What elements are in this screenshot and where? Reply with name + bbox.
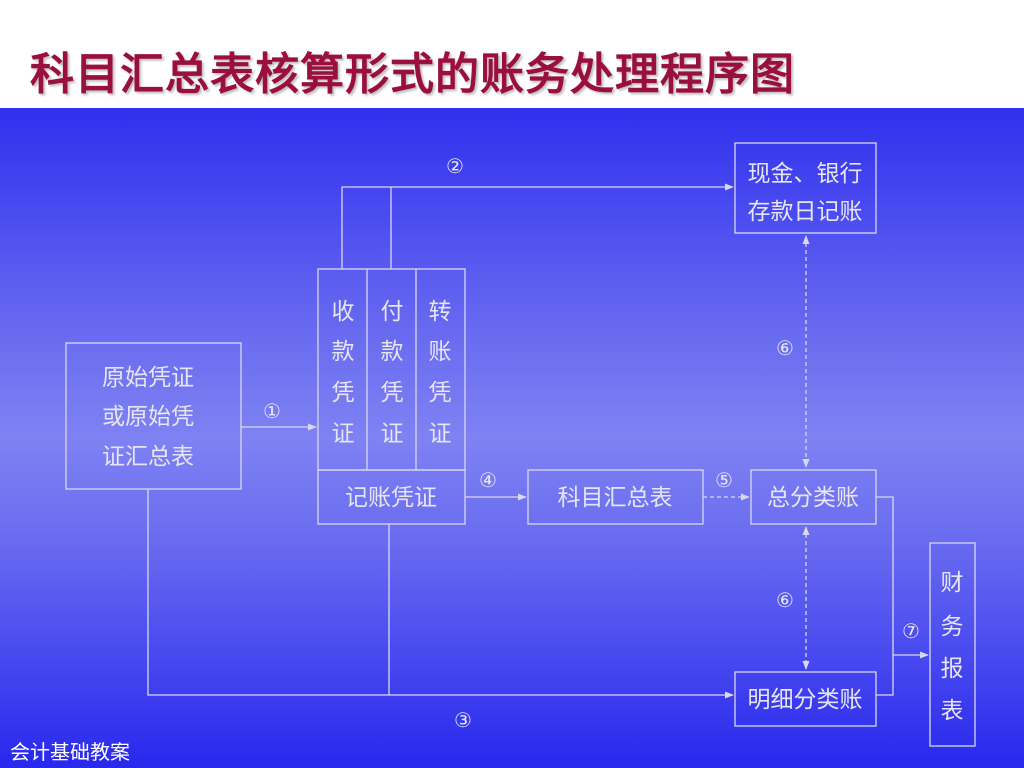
flow-arrow-7-bracket bbox=[876, 496, 894, 696]
step-1-label: ① bbox=[263, 399, 281, 423]
receipt-voucher-char-4: 证 bbox=[332, 421, 355, 447]
financial-statements-label: 财 务 报 表 bbox=[941, 570, 964, 724]
general-ledger-label: 总分类账 bbox=[767, 485, 859, 511]
transfer-voucher-char-2: 账 bbox=[429, 339, 452, 365]
transfer-voucher-char-3: 凭 bbox=[429, 380, 452, 406]
slide-header: 科目汇总表核算形式的账务处理程序图 bbox=[0, 0, 1024, 108]
payment-voucher-char-4: 证 bbox=[381, 421, 404, 447]
financial-statements-char-4: 表 bbox=[941, 698, 964, 724]
transfer-voucher-char-1: 转 bbox=[429, 299, 452, 325]
cash-bank-journal-box bbox=[734, 142, 877, 234]
subsidiary-ledger-label: 明细分类账 bbox=[748, 687, 863, 713]
financial-statements-char-1: 财 bbox=[941, 570, 964, 596]
accounting-procedure-diagram: 原始凭证 或原始凭 证汇总表 收 款 凭 证 付 款 凭 证 转 账 凭 证 记… bbox=[65, 142, 976, 747]
step-4-label: ④ bbox=[479, 468, 497, 492]
step-7-label: ⑦ bbox=[902, 619, 920, 643]
payment-voucher-char-1: 付 bbox=[381, 299, 404, 325]
original-voucher-box bbox=[65, 342, 242, 490]
flow-arrow-3 bbox=[147, 489, 734, 699]
accounting-voucher-label: 记账凭证 bbox=[345, 485, 437, 511]
step-6a-label: ⑥ bbox=[776, 336, 794, 360]
step-2-label: ② bbox=[446, 154, 464, 178]
original-voucher-line-3: 证汇总表 bbox=[102, 444, 194, 470]
financial-statements-char-2: 务 bbox=[941, 614, 964, 640]
receipt-voucher-char-3: 凭 bbox=[332, 380, 355, 406]
financial-statements-char-3: 报 bbox=[941, 656, 964, 682]
cash-bank-journal-label: 现金、银行 存款日记账 bbox=[748, 161, 863, 225]
original-voucher-line-2: 或原始凭 bbox=[102, 404, 194, 430]
transfer-voucher-label: 转 账 凭 证 bbox=[429, 299, 452, 447]
slide-title: 科目汇总表核算形式的账务处理程序图 bbox=[30, 49, 795, 100]
slide-footer: 会计基础教案 bbox=[10, 740, 130, 764]
receipt-voucher-char-1: 收 bbox=[332, 299, 355, 325]
original-voucher-line-1: 原始凭证 bbox=[102, 365, 194, 391]
step-3-label: ③ bbox=[454, 708, 472, 732]
receipt-voucher-char-2: 款 bbox=[332, 339, 355, 365]
payment-voucher-char-2: 款 bbox=[381, 339, 404, 365]
subsidiary-ledger-box bbox=[734, 671, 877, 727]
payment-voucher-char-3: 凭 bbox=[381, 380, 404, 406]
cash-bank-journal-line-2: 存款日记账 bbox=[748, 199, 863, 225]
original-voucher-label: 原始凭证 或原始凭 证汇总表 bbox=[102, 365, 194, 470]
step-5-label: ⑤ bbox=[715, 468, 733, 492]
step-6b-label: ⑥ bbox=[776, 588, 794, 612]
receipt-voucher-label: 收 款 凭 证 bbox=[332, 299, 355, 447]
slide-body: 原始凭证 或原始凭 证汇总表 收 款 凭 证 付 款 凭 证 转 账 凭 证 记… bbox=[0, 108, 1024, 768]
transfer-voucher-char-4: 证 bbox=[429, 421, 452, 447]
cash-bank-journal-line-1: 现金、银行 bbox=[748, 161, 863, 187]
financial-statements-box bbox=[929, 542, 976, 747]
payment-voucher-label: 付 款 凭 证 bbox=[381, 299, 404, 447]
flow-arrow-2 bbox=[341, 183, 734, 269]
account-summary-label: 科目汇总表 bbox=[558, 485, 673, 511]
